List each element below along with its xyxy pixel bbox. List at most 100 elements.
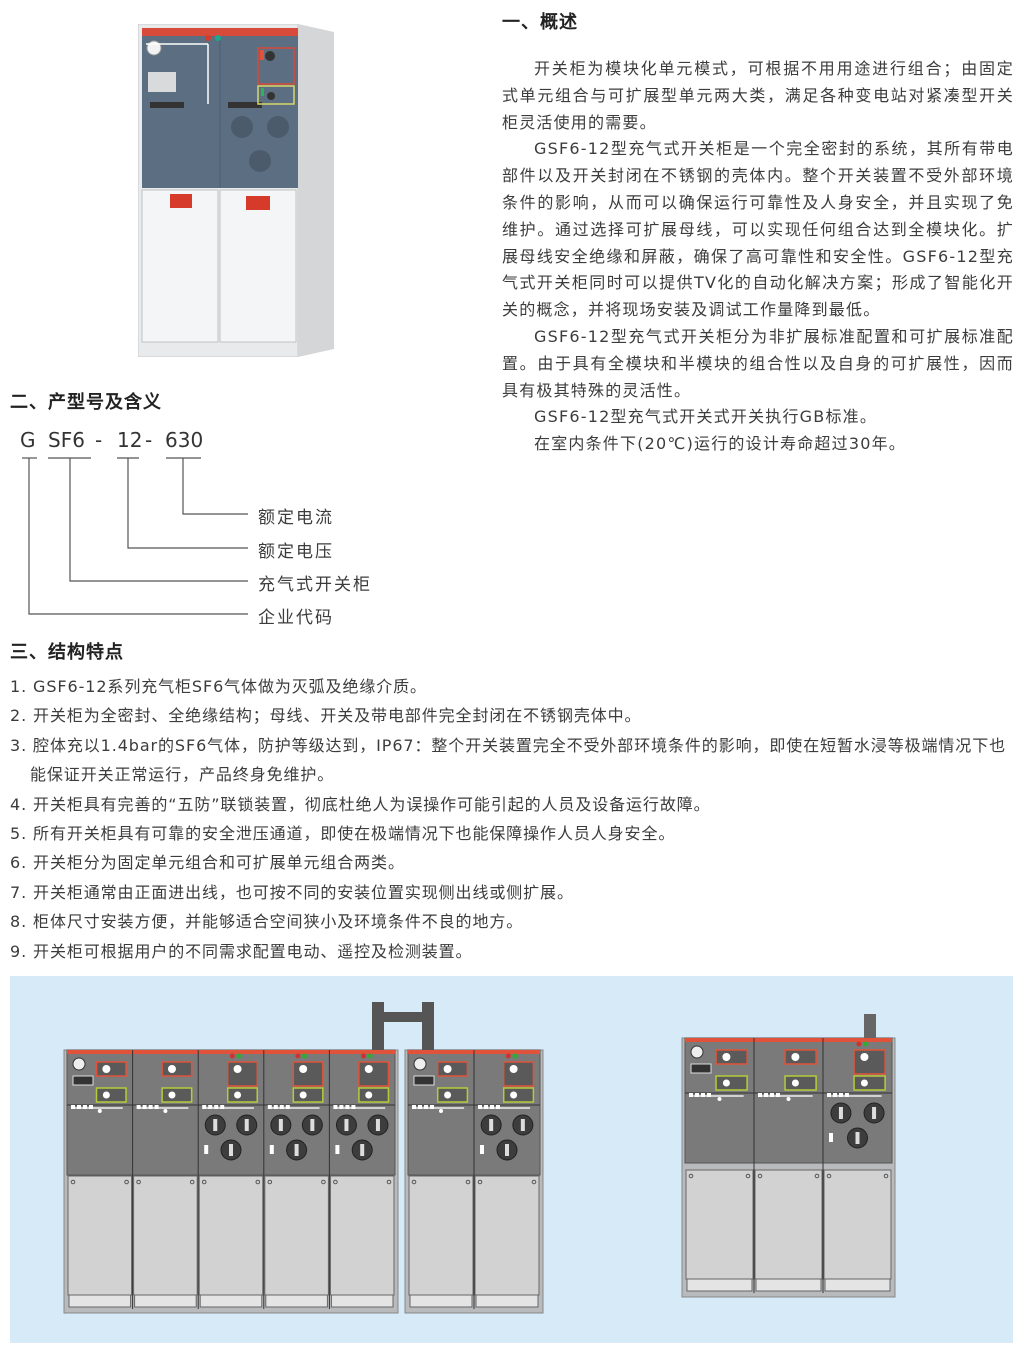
cabinet-door: [754, 1169, 823, 1280]
indicator-dot: [351, 1105, 356, 1109]
operating-hole-icon: [443, 1065, 452, 1073]
indicator-dot: [770, 1093, 774, 1097]
section-heading-features: 三、结构特点: [10, 642, 124, 663]
bus-extension-cap: [864, 1014, 876, 1038]
indicator-dot: [83, 1105, 87, 1109]
pressure-gauge-icon: [413, 1057, 427, 1071]
feature-item: 1. GSF6-12系列充气柜SF6气体做为灭弧及绝缘介质。: [10, 677, 427, 696]
operating-mechanism-box: [436, 1061, 469, 1077]
cabinet-base-plate: [68, 1294, 132, 1308]
operating-hole-icon: [509, 1065, 518, 1073]
earthing-switch-box: [226, 1087, 258, 1103]
operating-mechanism-box: [502, 1061, 535, 1087]
cabinet-base-plate: [686, 1278, 753, 1292]
feature-item: 3. 腔体充以1.4bar的SF6气体，防护等级达到，IP67：整个开关装置完全…: [10, 735, 1007, 785]
model-connector-lines: [22, 457, 248, 615]
overview-paragraph: 开关柜为模块化单元模式，可根据不用用途进行组合；由固定式单元组合与可扩展型单元两…: [502, 59, 1014, 132]
cabinet-door: [198, 1175, 264, 1296]
fuse-indicator-icon: [829, 1133, 833, 1142]
status-lamp-red-icon: [361, 1053, 367, 1059]
cabinet-door: [408, 1175, 474, 1296]
status-lamp-green-icon: [367, 1053, 373, 1059]
door-screw-icon: [883, 1173, 889, 1179]
features-list: 1. GSF6-12系列充气柜SF6气体做为灭弧及绝缘介质。 2. 开关柜为全密…: [10, 672, 1015, 966]
status-lamp-green-icon: [301, 1053, 307, 1059]
cabinet-base-plate: [199, 1294, 263, 1308]
fuse-glyph: [872, 1107, 877, 1119]
operating-mechanism-box: [853, 1049, 886, 1075]
fuse-glyph: [489, 1119, 494, 1131]
fuse-glyph: [838, 1107, 843, 1119]
operating-mechanism-box: [161, 1061, 193, 1077]
section-heading-model: 二、产型号及含义: [10, 392, 162, 413]
operating-hole-icon: [860, 1053, 869, 1061]
bus-extension-bridge: [372, 1012, 432, 1022]
cabinet-diagrams: [63, 1002, 896, 1314]
meaning-gas-insulated-switchgear: 充气式开关柜: [258, 575, 372, 595]
operating-hole-icon: [722, 1053, 731, 1061]
indicator-dot: [707, 1093, 711, 1097]
earthing-hole-icon: [791, 1079, 799, 1087]
feature-item: 4. 开关柜具有完善的“五防”联锁装置，彻底杜绝人为误操作可能引起的人员及设备运…: [10, 794, 711, 814]
indicator-dot: [490, 1105, 494, 1109]
operating-mechanism-box: [95, 1061, 127, 1077]
label-plate: [690, 1063, 712, 1074]
fuse-indicator-icon: [204, 1145, 209, 1154]
door-screw-icon: [70, 1179, 76, 1185]
operating-hole-icon: [299, 1065, 308, 1073]
cabinet-door: [67, 1175, 133, 1296]
indicator-dot: [345, 1105, 350, 1109]
fuse-glyph: [375, 1119, 380, 1131]
indicator-dot: [689, 1093, 693, 1097]
indicator-dot: [267, 1105, 272, 1109]
feature-item: 5. 所有开关柜具有可靠的安全泄压通道，即使在极端情况下也能保障操作人员人身安全…: [10, 824, 676, 844]
section-heading-overview: 一、概述: [502, 12, 578, 33]
cabinet-base-plate: [475, 1294, 539, 1308]
cabinet-door: [685, 1169, 754, 1280]
door-screw-icon: [321, 1179, 326, 1185]
status-lamp-red-icon: [295, 1053, 301, 1059]
cabinet-door: [823, 1169, 892, 1280]
door-screw-icon: [531, 1179, 537, 1185]
indicator-dot: [136, 1105, 141, 1109]
pressure-gauge-icon: [690, 1045, 704, 1059]
indicator-dot: [839, 1093, 843, 1097]
status-lamp-green-icon: [236, 1053, 242, 1059]
indicator-dot: [764, 1093, 768, 1097]
earthing-switch-box: [784, 1075, 817, 1091]
operating-hole-icon: [364, 1065, 373, 1073]
model-part-current: 630: [165, 428, 204, 452]
earthing-switch-box: [358, 1087, 390, 1103]
indicator-dot: [439, 1109, 443, 1113]
door-screw-icon: [411, 1179, 417, 1185]
cabinet-door: [264, 1175, 329, 1296]
indicator-dot: [786, 1097, 791, 1101]
indicator-dot: [97, 1109, 102, 1113]
fuse-indicator-icon: [269, 1145, 274, 1154]
door-screw-icon: [201, 1179, 207, 1185]
fuse-glyph: [360, 1144, 365, 1156]
indicator-dot: [339, 1105, 344, 1109]
status-lamp-green-icon: [863, 1041, 869, 1047]
indicator-dot: [163, 1109, 168, 1113]
cabinet-top-strip: [685, 1038, 892, 1042]
earthing-switch-box: [502, 1087, 535, 1103]
door-screw-icon: [255, 1179, 261, 1185]
operating-mechanism-box: [715, 1049, 748, 1065]
earthing-hole-icon: [168, 1091, 176, 1099]
door-screw-icon: [189, 1179, 195, 1185]
indicator-dot: [148, 1105, 153, 1109]
indicator-dot: [484, 1105, 488, 1109]
cabinet-base-plate: [755, 1278, 822, 1292]
indicator-dot: [412, 1105, 416, 1109]
earthing-switch-box: [853, 1075, 886, 1091]
indicator-dot: [285, 1105, 290, 1109]
cabinet-base-plate: [134, 1294, 197, 1308]
fuse-glyph: [505, 1144, 509, 1156]
feature-item: 8. 柜体尺寸安装方便，并能够适合空间狭小及环境条件不良的地方。: [10, 912, 524, 932]
status-lamp-red-icon: [505, 1053, 511, 1059]
door-screw-icon: [814, 1173, 820, 1179]
operating-hole-icon: [791, 1053, 800, 1061]
indicator-dot: [758, 1093, 762, 1097]
meaning-rated-voltage: 额定电压: [258, 542, 334, 562]
